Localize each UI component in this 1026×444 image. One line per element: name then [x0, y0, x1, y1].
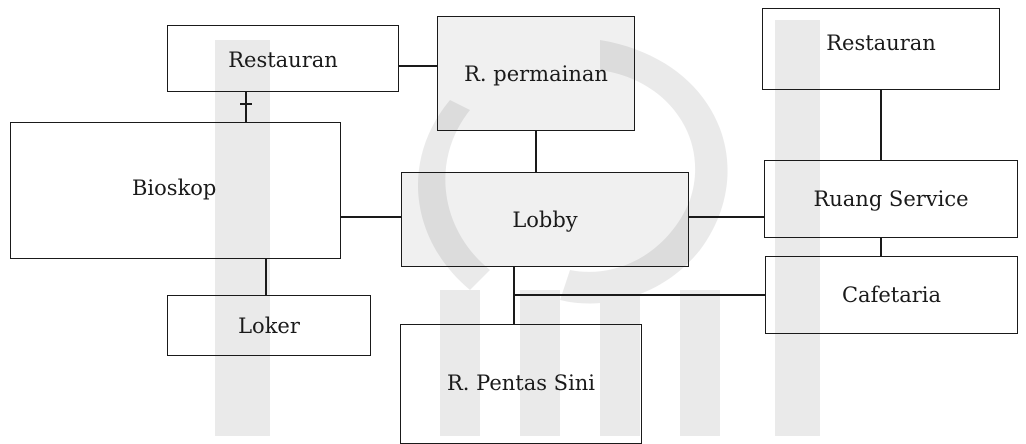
connector-bioskop-to-loker — [265, 258, 267, 296]
watermark-emblem-arc — [560, 40, 728, 304]
node-r-permainan: R. permainan — [437, 16, 635, 131]
node-label: Restauran — [228, 48, 338, 72]
watermark-emblem-arc-inner — [417, 100, 490, 290]
watermark-pillar-3 — [600, 290, 640, 436]
node-label: Bioskop — [132, 176, 217, 200]
node-bioskop: Bioskop — [10, 122, 341, 259]
watermark-pillar-1 — [440, 290, 480, 436]
connector-restauran-right-to-service — [880, 89, 882, 161]
watermark-pillar-4 — [680, 290, 720, 436]
node-label: R. permainan — [464, 61, 608, 86]
node-label: Restauran — [826, 31, 936, 55]
connector-service-to-cafetaria — [880, 237, 882, 257]
node-lobby: Lobby — [401, 172, 689, 267]
connector-permainan-to-lobby — [535, 130, 537, 172]
node-label: Lobby — [512, 207, 578, 232]
node-label: R. Pentas Sini — [446, 371, 596, 395]
watermark-letter-bar-left — [215, 40, 270, 436]
connector-lobby-to-cafetaria — [513, 294, 766, 296]
connector-lobby-to-service — [688, 216, 765, 218]
node-label: Ruang Service — [813, 187, 969, 211]
node-restauran-left: Restauran — [167, 25, 399, 92]
connector-bioskop-to-lobby — [340, 216, 402, 218]
node-r-pentas-seni: R. Pentas Sini — [400, 324, 642, 444]
connector-restauran-to-permainan — [398, 65, 438, 67]
watermark-pillar-2 — [520, 290, 560, 436]
node-loker: Loker — [167, 295, 371, 356]
node-restauran-right: Restauran — [762, 8, 1000, 90]
connector-restauran-tick — [240, 103, 252, 105]
node-cafetaria: Cafetaria — [765, 256, 1018, 334]
node-label: Cafetaria — [841, 283, 942, 307]
node-label: Loker — [238, 313, 300, 338]
connector-restauran-to-bioskop — [245, 91, 247, 123]
node-ruang-service: Ruang Service — [764, 160, 1018, 238]
